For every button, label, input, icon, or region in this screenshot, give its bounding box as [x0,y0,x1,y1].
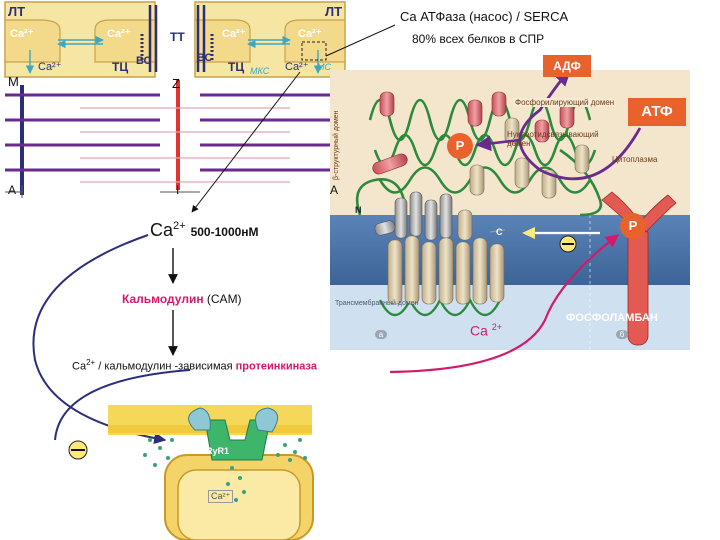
top-left-sr-panel [4,1,158,78]
phospholamban-helix [627,224,649,346]
ca-out-label: Ca 2+ [470,322,502,339]
calmodulin-name: Кальмодулин [122,292,204,306]
sarcomere-diagram [5,78,345,210]
kinase-name: протеинкиназа [235,360,317,373]
kinase-middle: / кальмодулин -зависимая [95,360,236,373]
kinase-ca: Ca [72,360,87,373]
ca-out-symbol: Ca [470,322,488,339]
ca-concentration-value: 500-1000нМ [190,225,259,239]
panel-a-label: а [375,330,387,339]
cytoplasm-label: Цитоплазма [612,155,658,164]
vs-label-right: ВС [197,52,213,64]
ca-superscript: 2+ [173,220,186,232]
ca-label-tl-right: Ca²⁺ [107,28,131,40]
ryr-label: RyR1 [206,446,230,456]
a-label-left: A [8,183,17,197]
beta-domain-label: β-структурный домен [333,110,340,180]
z-label: Z [172,76,180,91]
a-label-right: A [330,183,339,197]
ca-symbol: Ca [150,220,174,240]
vs-label-left: ВС [136,55,152,67]
calmodulin-label: Кальмодулин (CAM) [122,292,242,306]
ca-concentration-label: Ca2+ 500-1000нМ [150,220,259,241]
ca-out-superscript: 2+ [491,322,503,332]
phospholamban-label: ФОСФОЛАМБАН [566,312,658,324]
adp-tag: АДФ [543,55,591,77]
tc-label-left: ТЦ [112,60,129,74]
lt-label-left: ЛТ [8,4,26,19]
c-terminus-label: C [496,227,503,237]
mks-label: МКС [250,66,270,76]
calmodulin-abbr: (CAM) [203,292,242,306]
ca-label-tr-bottom: Ca²⁺ [285,61,309,73]
ca-label-tl-left: Ca²⁺ [10,28,34,40]
panel-b-label: б [616,330,628,339]
phosphate-serca: P [447,133,473,159]
ca-label-tr-left: Ca²⁺ [222,28,246,40]
serca-subtitle: 80% всех белков в СПР [412,32,545,46]
kinase-label: Ca2+ / кальмодулин -зависимая протеинкин… [72,358,317,373]
serca-title: Ca АТФаза (насос) / SERCA [400,9,569,24]
nucleotide-domain-label: Нуклеотидсвязывающий домен [507,130,599,148]
phosphate-phospholamban: P [620,213,646,239]
tc-label-right: ТЦ [228,60,245,74]
atp-tag: АТФ [628,98,686,126]
phosphorylation-domain-label: Фосфорилирующий домен [513,98,617,107]
tt-label: ТТ [170,30,185,44]
i-label: I [176,183,180,197]
ms-label: МС [317,62,331,72]
ca-label-tl-bottom: Ca²⁺ [38,61,62,73]
kinase-ca-sup: 2+ [86,358,96,367]
transmembrane-domain-label: Трансмембранный домен [335,300,419,307]
inhibition-symbol-left [68,440,88,460]
m-label: M [8,74,19,89]
ca-label-tr-right: Ca²⁺ [298,28,322,40]
ryr-panel [108,405,314,540]
lt-label-right: ЛТ [325,4,343,19]
inhibition-symbol-right [559,235,577,253]
ryr-ca-label: Ca²⁺ [208,490,234,503]
top-right-sr-panel [194,1,396,78]
n-terminus-label: N [355,205,362,215]
